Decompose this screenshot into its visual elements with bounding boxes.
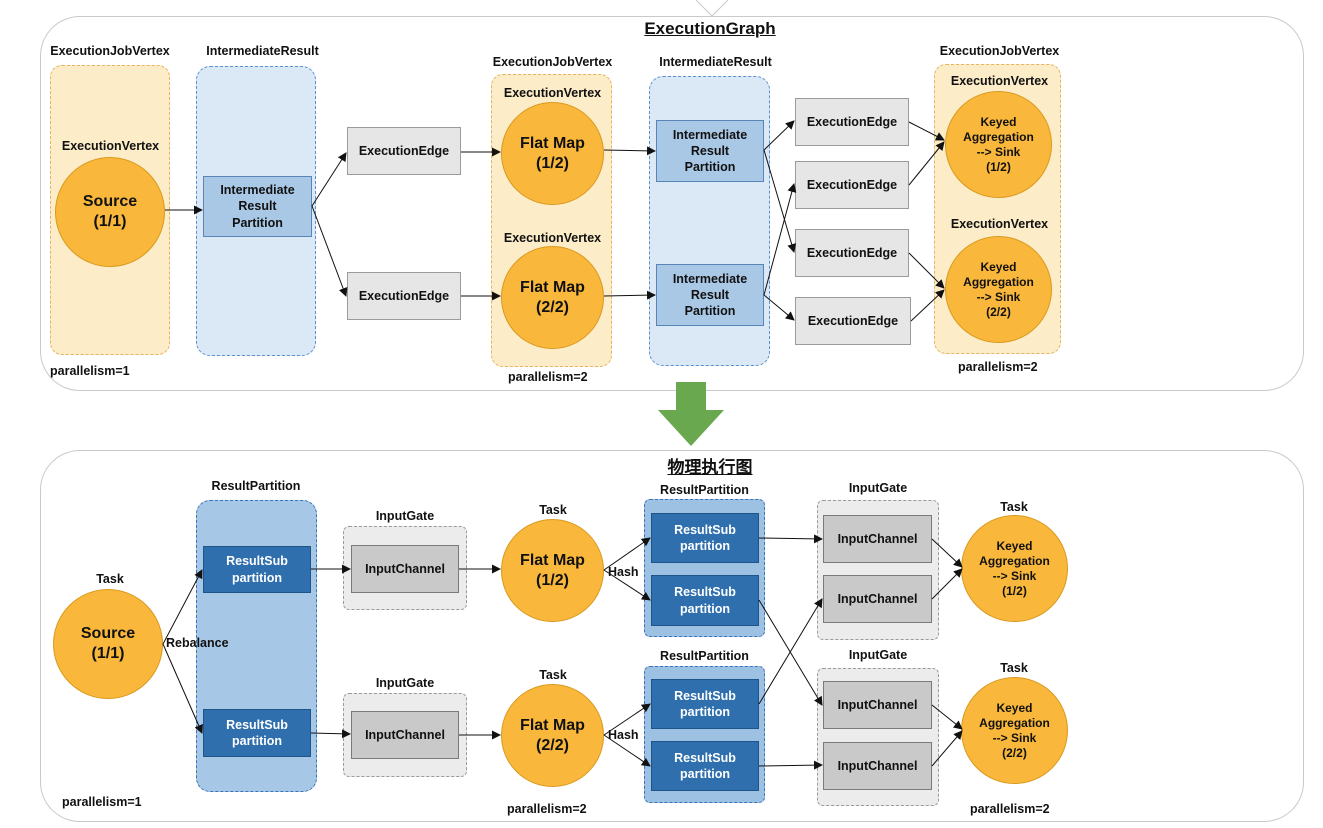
parallelism-label-bottom-2: parallelism=2 <box>507 802 587 816</box>
input-channel-6: InputChannel <box>823 742 932 790</box>
task-label-flatmap1: Task <box>539 503 567 517</box>
input-channel-4: InputChannel <box>823 575 932 623</box>
rp-label-source: ResultPartition <box>211 479 301 493</box>
ev-label-source: ExecutionVertex <box>61 139 160 153</box>
irp-box-3: Intermediate Result Partition <box>656 264 764 326</box>
parallelism-label-bottom-3: parallelism=2 <box>970 802 1050 816</box>
execution-edge-3: ExecutionEdge <box>795 98 909 146</box>
input-channel-1: InputChannel <box>351 545 459 593</box>
source-vertex: Source (1/1) <box>55 157 165 267</box>
flatmap-task-2: Flat Map (2/2) <box>501 684 604 787</box>
keyed-task-2: Keyed Aggregation --> Sink (2/2) <box>961 677 1068 784</box>
execution-graph-title: ExecutionGraph <box>644 19 776 38</box>
ejv-label-2: ExecutionJobVertex <box>492 55 613 69</box>
flatmap-vertex-1: Flat Map (1/2) <box>501 102 604 205</box>
hash-label-2: Hash <box>608 728 639 742</box>
ev-label-keyed2: ExecutionVertex <box>950 217 1049 231</box>
ig-label-3: InputGate <box>848 481 908 495</box>
ir-label-1: IntermediateResult <box>206 44 319 58</box>
rp-label-2: ResultPartition <box>660 649 749 663</box>
execution-edge-6: ExecutionEdge <box>795 297 911 345</box>
rebalance-label: Rebalance <box>166 636 229 650</box>
task-label-source: Task <box>96 572 124 586</box>
input-channel-2: InputChannel <box>351 711 459 759</box>
physical-graph-title: 物理执行图 <box>667 458 753 477</box>
input-channel-5: InputChannel <box>823 681 932 729</box>
parallelism-label-top-2: parallelism=2 <box>508 370 588 384</box>
input-channel-3: InputChannel <box>823 515 932 563</box>
ig-label-4: InputGate <box>848 648 908 662</box>
ejv-label-1: ExecutionJobVertex <box>50 44 170 58</box>
down-arrow-icon <box>658 382 724 446</box>
ev-label-flatmap1: ExecutionVertex <box>503 86 602 100</box>
result-subpartition-fm1-2: ResultSub partition <box>651 575 759 626</box>
ev-label-keyed1: ExecutionVertex <box>950 74 1049 88</box>
task-label-flatmap2: Task <box>539 668 567 682</box>
parallelism-label-top-1: parallelism=1 <box>50 364 130 378</box>
keyed-vertex-1: Keyed Aggregation --> Sink (1/2) <box>945 91 1052 198</box>
hash-label-1: Hash <box>608 565 639 579</box>
keyed-vertex-2: Keyed Aggregation --> Sink (2/2) <box>945 236 1052 343</box>
task-label-keyed1: Task <box>1000 500 1028 514</box>
flatmap-vertex-2: Flat Map (2/2) <box>501 246 604 349</box>
execution-edge-2: ExecutionEdge <box>347 272 461 320</box>
ejv-label-3: ExecutionJobVertex <box>939 44 1060 58</box>
irp-box-1: Intermediate Result Partition <box>203 176 312 237</box>
flatmap-task-1: Flat Map (1/2) <box>501 519 604 622</box>
result-subpartition-source-1: ResultSub partition <box>203 546 311 593</box>
task-label-keyed2: Task <box>1000 661 1028 675</box>
result-subpartition-fm2-2: ResultSub partition <box>651 741 759 791</box>
ig-label-2: InputGate <box>375 676 435 690</box>
result-subpartition-fm2-1: ResultSub partition <box>651 679 759 729</box>
ir-label-2: IntermediateResult <box>659 55 772 69</box>
ig-label-1: InputGate <box>375 509 435 523</box>
source-task: Source (1/1) <box>53 589 163 699</box>
execution-edge-4: ExecutionEdge <box>795 161 909 209</box>
result-subpartition-fm1-1: ResultSub partition <box>651 513 759 563</box>
irp-box-2: Intermediate Result Partition <box>656 120 764 182</box>
execution-edge-5: ExecutionEdge <box>795 229 909 277</box>
parallelism-label-bottom-1: parallelism=1 <box>62 795 142 809</box>
ev-label-flatmap2: ExecutionVertex <box>503 231 602 245</box>
execution-edge-1: ExecutionEdge <box>347 127 461 175</box>
panel-notch-icon <box>695 0 729 17</box>
result-subpartition-source-2: ResultSub partition <box>203 709 311 757</box>
rp-label-1: ResultPartition <box>660 483 749 497</box>
parallelism-label-top-3: parallelism=2 <box>958 360 1038 374</box>
